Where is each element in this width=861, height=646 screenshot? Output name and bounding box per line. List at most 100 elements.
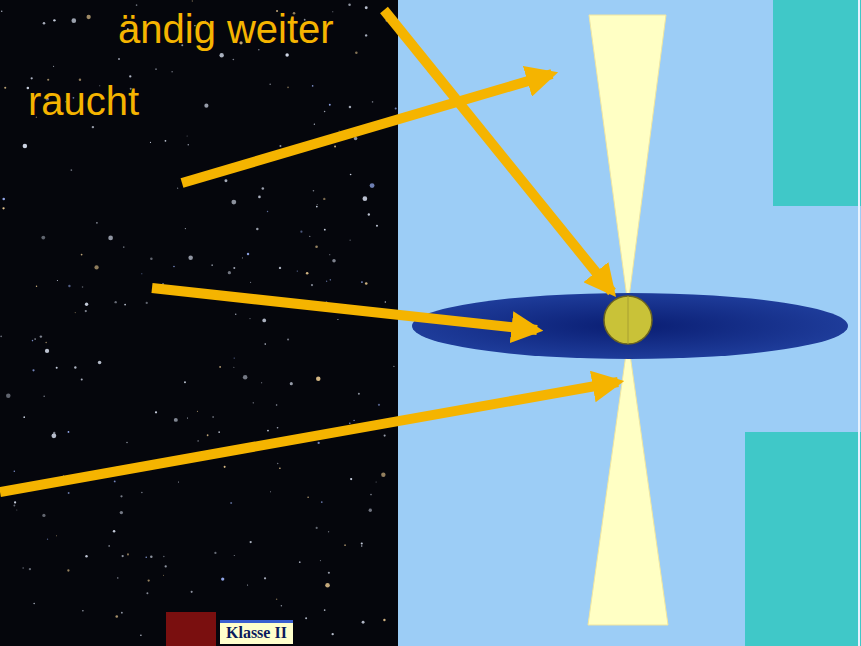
star [6, 394, 11, 399]
star [118, 58, 120, 60]
star [188, 256, 193, 261]
star [150, 555, 152, 557]
star [98, 361, 102, 365]
star [81, 254, 83, 256]
star [344, 544, 346, 546]
star [358, 393, 360, 395]
star [141, 492, 142, 493]
star [45, 342, 47, 344]
star [53, 66, 54, 67]
star [365, 6, 368, 9]
star [329, 254, 330, 255]
star [378, 404, 380, 406]
star [187, 135, 188, 136]
star [281, 605, 283, 607]
star [117, 577, 118, 578]
star [155, 411, 157, 413]
star [270, 491, 271, 492]
star [146, 302, 148, 304]
star [33, 603, 34, 604]
pointer-arrow [384, 10, 612, 292]
star [233, 367, 234, 368]
star [122, 555, 124, 557]
star [311, 284, 313, 286]
star [75, 312, 76, 313]
star [287, 339, 289, 341]
star [243, 375, 248, 380]
star [192, 0, 193, 1]
star [224, 179, 227, 182]
star [299, 561, 301, 563]
star [320, 560, 321, 561]
star [350, 240, 351, 241]
star [53, 19, 55, 21]
star [363, 196, 368, 201]
star [287, 87, 289, 89]
teal-block [773, 0, 861, 206]
star [165, 565, 167, 567]
star [126, 442, 128, 444]
star [385, 301, 386, 302]
star [68, 285, 70, 287]
star [316, 527, 318, 529]
star [204, 104, 208, 108]
star [171, 71, 172, 72]
class-label: Klasse II [220, 620, 293, 644]
star [370, 183, 375, 188]
class-color-block [166, 612, 216, 646]
star [279, 467, 281, 469]
star [174, 418, 178, 422]
star [316, 377, 321, 382]
star [85, 303, 88, 306]
star [242, 257, 243, 258]
star [146, 592, 148, 594]
star [71, 18, 76, 23]
star [129, 75, 131, 77]
panel-edge [858, 0, 860, 646]
star [81, 378, 83, 380]
star [381, 472, 385, 476]
star [67, 569, 69, 571]
star [234, 555, 235, 556]
star [383, 619, 385, 621]
star [368, 213, 370, 215]
star [45, 349, 49, 353]
star [108, 545, 110, 547]
star [264, 577, 266, 579]
star [267, 211, 268, 212]
star [316, 206, 318, 208]
star [325, 583, 330, 588]
star [312, 85, 314, 87]
star [108, 236, 113, 241]
star [349, 106, 351, 108]
protostar-detail [628, 296, 629, 344]
star [305, 617, 307, 619]
star [339, 130, 340, 131]
star [353, 420, 354, 421]
pointer-arrow [0, 382, 618, 492]
star [150, 257, 153, 260]
star [70, 169, 72, 171]
star [197, 411, 198, 412]
star [43, 22, 46, 25]
star [332, 633, 334, 635]
star [114, 481, 116, 483]
star [365, 282, 368, 285]
star [211, 264, 213, 266]
star [34, 338, 36, 340]
star [221, 577, 224, 580]
star [277, 463, 278, 464]
star [234, 358, 235, 359]
star [264, 343, 266, 345]
star [145, 557, 146, 558]
stars [0, 0, 396, 636]
star [82, 286, 84, 288]
star [16, 510, 17, 511]
star [123, 246, 125, 248]
star [29, 568, 31, 570]
star [148, 579, 150, 581]
star [92, 126, 94, 128]
star [86, 15, 90, 19]
star [141, 273, 142, 274]
